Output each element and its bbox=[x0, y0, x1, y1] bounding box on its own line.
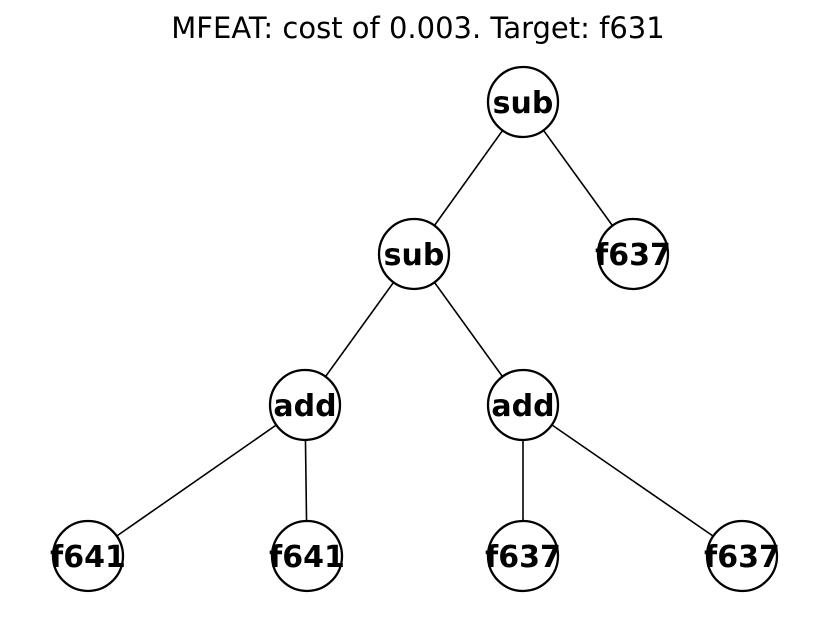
tree-node-circle bbox=[486, 65, 560, 139]
tree-node-circle bbox=[377, 217, 451, 291]
tree-node-circle bbox=[705, 519, 779, 593]
tree-edge bbox=[87, 404, 306, 557]
tree-node-label: f637 bbox=[485, 540, 561, 575]
tree-node-circle bbox=[486, 519, 560, 593]
tree-node-label: add bbox=[273, 389, 336, 424]
tree-node-label: f637 bbox=[704, 540, 780, 575]
tree-node-label: f637 bbox=[595, 238, 671, 273]
tree-node-label: sub bbox=[384, 238, 445, 273]
tree-node-label: f641 bbox=[50, 540, 126, 575]
tree-node-circle bbox=[596, 217, 670, 291]
tree-node-label: f641 bbox=[269, 540, 345, 575]
tree-node-circle bbox=[270, 519, 344, 593]
tree-node-label: add bbox=[491, 389, 554, 424]
tree-node-circle bbox=[268, 368, 342, 442]
tree-node-label: sub bbox=[493, 86, 554, 121]
tree-node-circle bbox=[486, 368, 560, 442]
tree-node-circle bbox=[51, 519, 125, 593]
tree-edge bbox=[522, 404, 743, 557]
figure-title: MFEAT: cost of 0.003. Target: f631 bbox=[171, 11, 665, 45]
